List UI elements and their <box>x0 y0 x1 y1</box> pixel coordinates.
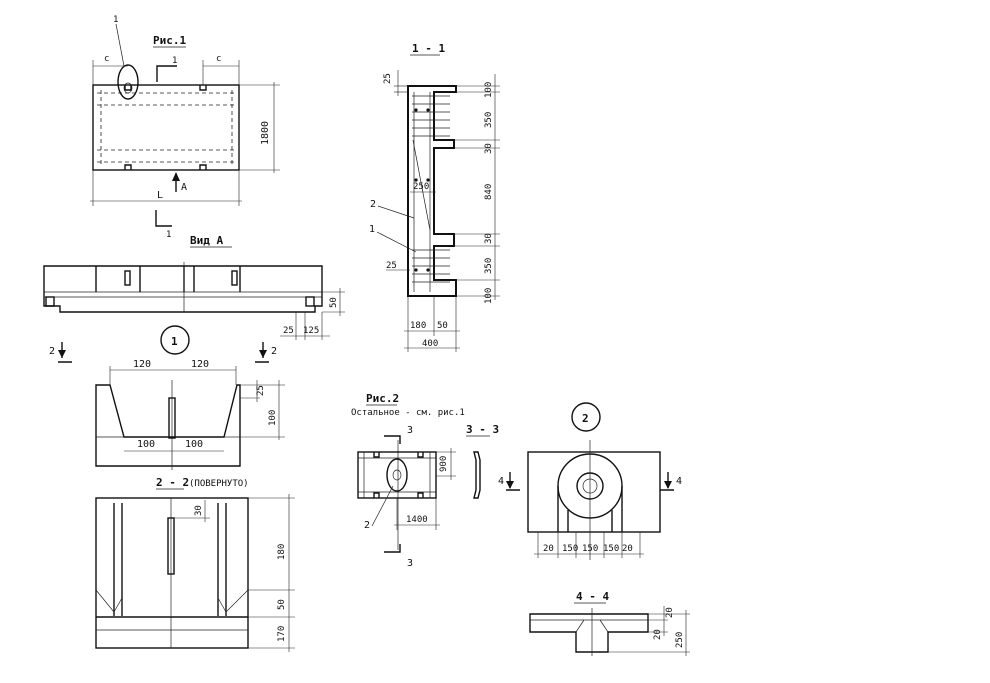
section-3-bottom-label: 3 <box>407 558 413 569</box>
node-2-circle <box>571 402 601 432</box>
fig1-plan-view: Рис.1 1 c c 1 1800 <box>90 15 280 240</box>
dim-1800: 1800 <box>260 121 271 145</box>
dim-150-node2-c: 150 <box>603 544 619 554</box>
dim-c-right: c <box>216 54 221 64</box>
fig2-leader-label: 2 <box>364 520 370 531</box>
view-a-outline <box>43 265 323 313</box>
dim-25-section-1-1-lower: 25 <box>386 261 397 271</box>
section-3-3-outline <box>473 451 481 499</box>
node-2-outline <box>527 451 661 533</box>
section-2-2-title: 2 - 2 <box>156 476 189 489</box>
node-2-label: 2 <box>582 412 589 425</box>
section-2-left-label: 2 <box>49 346 55 357</box>
section-1-1-leader-1: 1 <box>369 224 375 235</box>
dim-30-section-1-1-a: 30 <box>484 143 494 154</box>
dim-20-section-4-4-a: 20 <box>665 607 675 618</box>
section-4-4: 4 - 4 20 20 250 <box>529 590 690 656</box>
dim-50-section-1-1: 50 <box>437 321 448 331</box>
section-2-2-outline <box>95 497 249 649</box>
dim-150-node2-a: 150 <box>562 544 578 554</box>
dim-50-section-2-2: 50 <box>277 599 287 610</box>
section-1-1: 1 - 1 25 100 350 30 840 30 350 100 <box>369 42 500 352</box>
fig2-view: Рис.2 Остальное - см. рис.1 3 3 900 1400… <box>351 392 499 569</box>
view-a: Вид А 50 25 125 <box>43 234 345 340</box>
section-mark-1-top: 1 <box>172 56 177 66</box>
dim-25-view-a: 25 <box>283 326 294 336</box>
dim-170-section-2-2: 170 <box>277 626 287 642</box>
dim-25-node1: 25 <box>256 385 266 396</box>
section-4-4-title: 4 - 4 <box>576 590 609 603</box>
section-3-3-title: 3 - 3 <box>466 423 499 436</box>
section-4-left-label: 4 <box>498 476 504 487</box>
node-1-outline <box>95 384 241 467</box>
dim-50-view-a: 50 <box>329 297 339 308</box>
dim-125-view-a: 125 <box>303 326 319 336</box>
fig2-title: Рис.2 <box>366 392 399 405</box>
dim-250-section-1-1: 250 <box>413 182 429 192</box>
dim-30-section-2-2: 30 <box>194 505 204 516</box>
dim-250-section-4-4: 250 <box>675 632 685 648</box>
dim-20-node2-a: 20 <box>543 544 554 554</box>
dim-350-section-1-1-bottom: 350 <box>484 258 494 274</box>
section-3-top-label: 3 <box>407 425 413 436</box>
dim-100-section-1-1-bottom: 100 <box>484 288 494 304</box>
dim-100-right: 100 <box>185 439 203 450</box>
dim-350-section-1-1-top: 350 <box>484 112 494 128</box>
fig2-note: Остальное - см. рис.1 <box>351 408 465 418</box>
node-1-label: 1 <box>171 335 178 348</box>
section-mark-1-bottom: 1 <box>166 230 171 240</box>
dim-150-node2-b: 150 <box>582 544 598 554</box>
dim-20-section-4-4-b: 20 <box>653 629 663 640</box>
dim-100-left: 100 <box>137 439 155 450</box>
section-2-2-note: (ПОВЕРНУТО) <box>189 479 249 489</box>
section-1-1-outline <box>407 85 457 297</box>
dim-30-section-1-1-b: 30 <box>484 233 494 244</box>
fig1-leader-label: 1 <box>113 15 118 25</box>
dim-120-right: 120 <box>191 359 209 370</box>
dim-20-node2-b: 20 <box>622 544 633 554</box>
section-2-right-label: 2 <box>271 346 277 357</box>
dim-L: L <box>157 190 163 201</box>
dim-c-left: c <box>104 54 109 64</box>
dim-900: 900 <box>439 456 449 472</box>
dim-100-section-1-1-top: 100 <box>484 82 494 98</box>
dim-120-left: 120 <box>133 359 151 370</box>
dim-1400: 1400 <box>406 515 428 525</box>
view-a-title: Вид А <box>190 234 223 247</box>
slab-plan-outline <box>92 84 240 171</box>
node-2-detail: 2 4 4 20 150 150 150 20 <box>498 402 682 560</box>
fig1-title: Рис.1 <box>153 34 186 47</box>
node-1-detail: 120 120 25 100 100 100 <box>95 359 285 470</box>
section-1-1-title: 1 - 1 <box>412 42 445 55</box>
dim-840-section-1-1: 840 <box>484 184 494 200</box>
section-1-1-leader-2: 2 <box>370 199 376 210</box>
section-4-right-label: 4 <box>676 476 682 487</box>
arrow-A-label: A <box>181 182 187 193</box>
dim-25-section-1-1-top: 25 <box>383 73 393 84</box>
dim-400-section-1-1: 400 <box>422 339 438 349</box>
node-1-oval <box>117 64 139 100</box>
dim-180-section-2-2: 180 <box>277 544 287 560</box>
section-2-markers: 2 2 1 <box>49 325 277 363</box>
node-1-circle <box>160 325 190 355</box>
section-2-2: 2 - 2 (ПОВЕРНУТО) 180 50 170 30 <box>95 476 295 652</box>
dim-180-section-1-1: 180 <box>410 321 426 331</box>
dim-100-node1: 100 <box>268 410 278 426</box>
